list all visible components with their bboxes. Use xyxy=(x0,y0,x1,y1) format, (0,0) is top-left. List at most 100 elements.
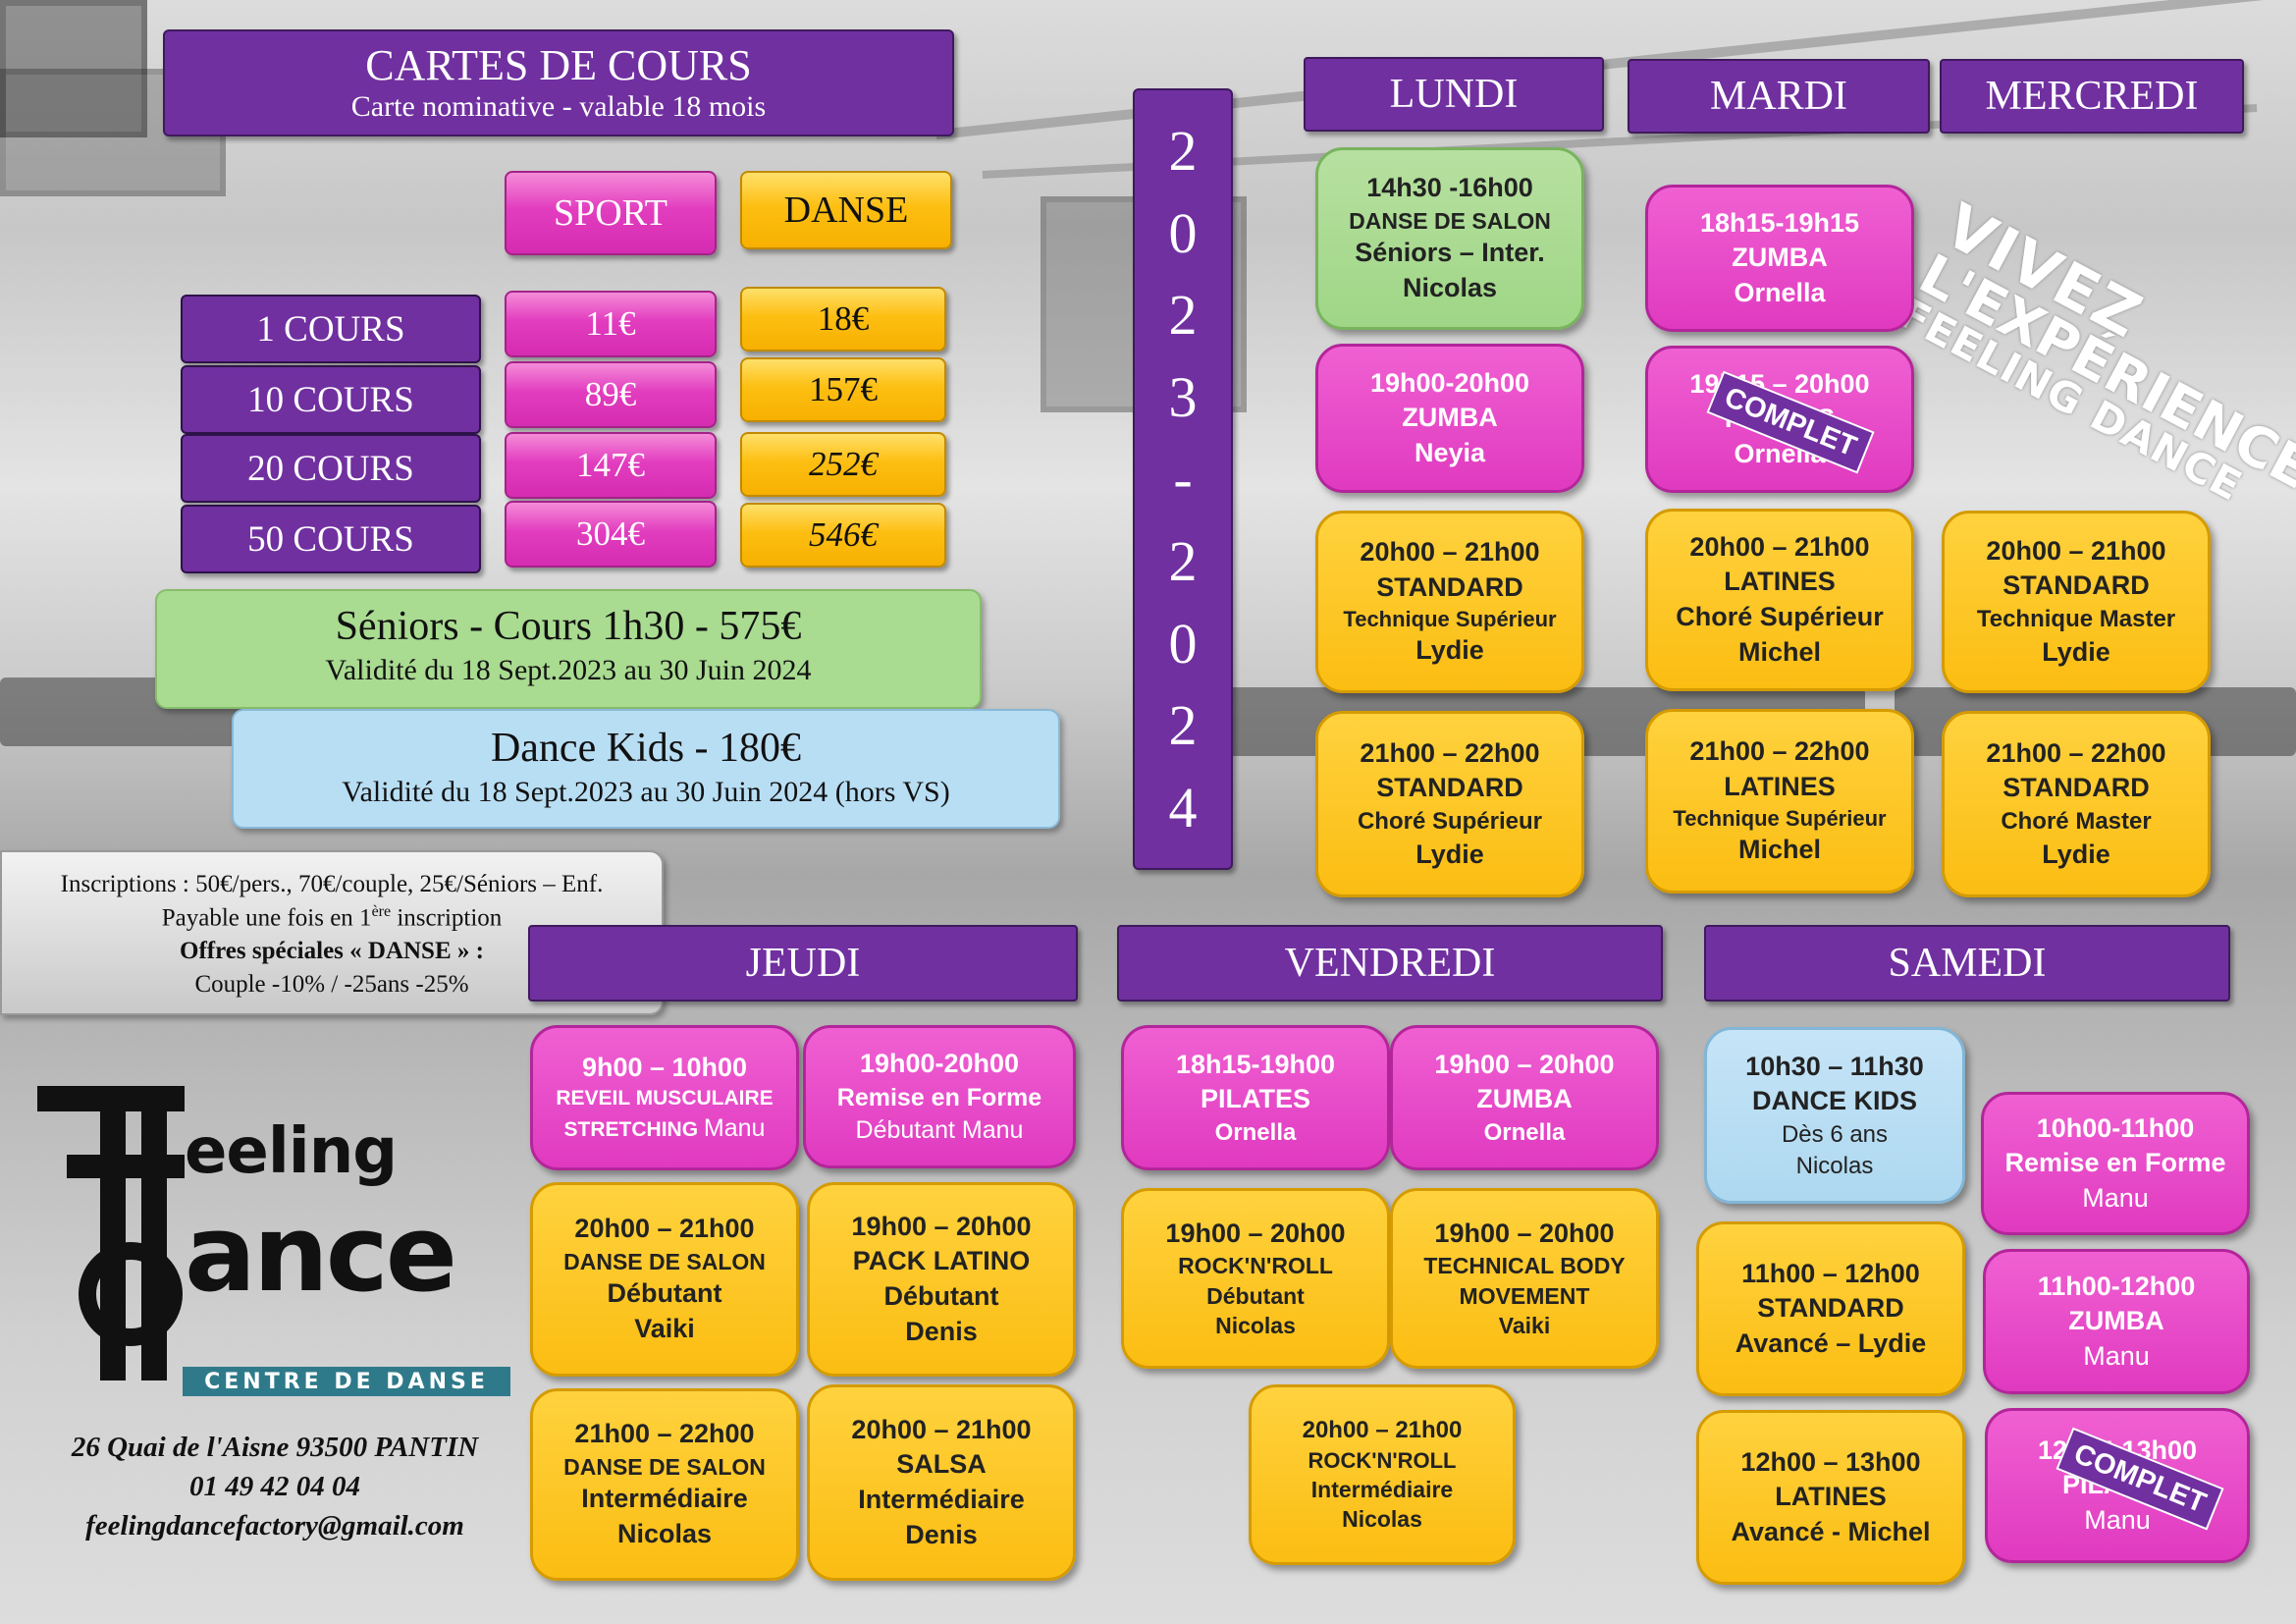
class-teacher: Lydie xyxy=(1415,635,1484,666)
class-card-samedi-3: 11h00 – 12h00 STANDARD Avancé – Lydie xyxy=(1696,1221,1965,1396)
class-time: 20h00 – 21h00 xyxy=(1986,535,2166,566)
class-card-jeudi-4: 19h00 – 20h00 PACK LATINO Débutant Denis xyxy=(807,1182,1076,1377)
logo: eeling ance CENTRE DE DANSE xyxy=(37,1086,518,1400)
class-card-samedi-6: 12h15-13h00 PILATES Manu COMPLET xyxy=(1985,1408,2250,1563)
class-card-jeudi-6: 20h00 – 21h00 SALSA Intermédiaire Denis xyxy=(807,1384,1076,1581)
class-level: Technique Supérieur xyxy=(1343,607,1557,632)
class-time: 19h00 – 20h00 xyxy=(1165,1218,1346,1248)
class-card-mardi-1: 18h15-19h15 ZUMBA Ornella xyxy=(1645,185,1914,332)
col-header-sport: SPORT xyxy=(505,171,717,255)
class-card-vendredi-5: 20h00 – 21h00 ROCK'N'ROLL Intermédiaire … xyxy=(1249,1384,1516,1565)
price-sport-20: 147€ xyxy=(505,432,717,499)
class-teacher: Vaiki xyxy=(634,1313,695,1343)
class-card-lundi-1: 14h30 -16h00 DANSE DE SALON Séniors – In… xyxy=(1315,147,1584,330)
info-payable-b: inscription xyxy=(391,904,503,932)
class-teacher: Vaiki xyxy=(1498,1312,1551,1338)
season-char: 2 xyxy=(1168,119,1198,184)
class-time: 9h00 – 10h00 xyxy=(581,1052,748,1082)
season-char: - xyxy=(1173,447,1193,512)
class-time: 20h00 – 21h00 xyxy=(851,1414,1032,1444)
info-payable: Payable une fois en 1ère inscription xyxy=(2,901,662,935)
class-name: DANSE DE SALON xyxy=(1349,208,1551,234)
row-label-1-cours: 1 COURS xyxy=(181,295,481,363)
season-char: 3 xyxy=(1168,364,1198,429)
class-level: Technique Supérieur xyxy=(1673,806,1887,832)
class-card-lundi-3: 20h00 – 21h00 STANDARD Technique Supérie… xyxy=(1315,511,1584,693)
info-offers: Couple -10% / -25ans -25% xyxy=(194,971,469,999)
class-time: 20h00 – 21h00 xyxy=(1689,531,1870,562)
class-name: LATINES xyxy=(1775,1482,1887,1512)
class-time: 19h00-20h00 xyxy=(859,1049,1020,1079)
class-name: STANDARD xyxy=(1376,773,1523,803)
class-time: 18h15-19h00 xyxy=(1175,1049,1336,1079)
season-char: 2 xyxy=(1168,693,1198,758)
class-level: Choré Supérieur xyxy=(1676,602,1884,631)
class-time: 11h00-12h00 xyxy=(2037,1271,2196,1301)
class-name: STANDARD xyxy=(1757,1293,1904,1324)
class-teacher: Nicolas xyxy=(1215,1312,1296,1338)
class-teacher: Denis xyxy=(905,1519,978,1549)
price-sport-50: 304€ xyxy=(505,501,717,568)
class-teacher: Ornella xyxy=(1734,277,1826,307)
class-time: 12h00 – 13h00 xyxy=(1740,1446,1921,1477)
class-level: Choré Master xyxy=(2001,807,2152,835)
class-card-vendredi-4: 19h00 – 20h00 TECHNICAL BODY MOVEMENT Va… xyxy=(1390,1188,1659,1369)
class-time: 21h00 – 22h00 xyxy=(574,1419,755,1449)
class-teacher: Nicolas xyxy=(1402,272,1498,302)
tarifs-subtitle: Carte nominative - valable 18 mois xyxy=(350,89,767,123)
class-card-mardi-2: 19h15 – 20h00 PILATES Ornella COMPLET xyxy=(1645,346,1914,493)
class-name: DANSE DE SALON xyxy=(563,1249,766,1274)
contact-address: 26 Quai de l'Aisne 93500 PANTIN xyxy=(71,1432,479,1463)
class-name: STANDARD xyxy=(1376,571,1523,602)
price-danse-50: 546€ xyxy=(740,503,946,568)
price-danse-1: 18€ xyxy=(740,287,946,352)
class-subname: STRETCHING xyxy=(563,1118,699,1142)
class-time: 19h00-20h00 xyxy=(1369,367,1530,398)
day-header-vendredi: VENDREDI xyxy=(1117,925,1663,1001)
class-name: ZUMBA xyxy=(1732,243,1828,273)
row-label-20-cours: 20 COURS xyxy=(181,434,481,503)
contact-phone: 01 49 42 04 04 xyxy=(189,1471,360,1503)
class-name: LATINES xyxy=(1724,567,1836,597)
class-teacher: Nicolas xyxy=(616,1518,713,1548)
class-card-mercredi-1: 20h00 – 21h00 STANDARD Technique Master … xyxy=(1942,511,2211,693)
class-name: DANCE KIDS xyxy=(1751,1086,1917,1116)
logo-tagline: CENTRE DE DANSE xyxy=(183,1367,510,1396)
class-time: 20h00 – 21h00 xyxy=(574,1214,755,1244)
class-teacher: Manu xyxy=(2084,1504,2151,1535)
slogan: VIVEZ L'EXPÉRIENCE FEELING DANCE xyxy=(1892,189,2296,532)
class-level: Technique Master xyxy=(1976,605,2176,632)
class-name: ZUMBA xyxy=(2068,1306,2164,1336)
kids-band: Dance Kids - 180€ Validité du 18 Sept.20… xyxy=(232,709,1060,829)
contact-email[interactable]: feelingdancefactory@gmail.com xyxy=(85,1510,464,1543)
season-char: 0 xyxy=(1168,611,1198,676)
class-teacher: Manu xyxy=(2082,1182,2149,1213)
contact: 26 Quai de l'Aisne 93500 PANTIN 01 49 42… xyxy=(39,1428,510,1545)
class-time: 20h00 – 21h00 xyxy=(1360,537,1540,568)
class-teacher: Lydie xyxy=(2042,636,2110,667)
class-name: REVEIL MUSCULAIRE xyxy=(556,1087,774,1110)
class-teacher: Manu xyxy=(703,1114,766,1143)
day-header-lundi: LUNDI xyxy=(1304,57,1604,132)
class-teacher: Ornella xyxy=(1483,1118,1566,1146)
class-name: DANSE DE SALON xyxy=(563,1454,766,1480)
class-name: PILATES xyxy=(1200,1084,1310,1114)
class-teacher: Nicolas xyxy=(1342,1506,1422,1533)
class-teacher: Denis xyxy=(905,1316,978,1346)
class-level: Choré Supérieur xyxy=(1357,807,1543,835)
tarifs-header: CARTES DE COURS Carte nominative - valab… xyxy=(163,29,954,136)
class-name: ROCK'N'ROLL xyxy=(1178,1253,1333,1279)
price-danse-10: 157€ xyxy=(740,357,946,422)
info-payable-sup: ère xyxy=(371,903,392,920)
season-char: 2 xyxy=(1168,283,1198,348)
class-level: Avancé - Michel xyxy=(1731,1516,1931,1546)
class-card-vendredi-1: 18h15-19h00 PILATES Ornella xyxy=(1121,1025,1390,1170)
class-time: 11h00 – 12h00 xyxy=(1741,1258,1920,1288)
class-time: 10h30 – 11h30 xyxy=(1745,1051,1924,1081)
class-name: PACK LATINO xyxy=(852,1246,1031,1276)
class-name: SALSA xyxy=(896,1449,987,1480)
season-char: 2 xyxy=(1168,529,1198,593)
class-name: ZUMBA xyxy=(1476,1084,1573,1114)
class-level: Intermédiaire xyxy=(858,1485,1025,1514)
tarifs-title: CARTES DE COURS xyxy=(365,41,752,90)
